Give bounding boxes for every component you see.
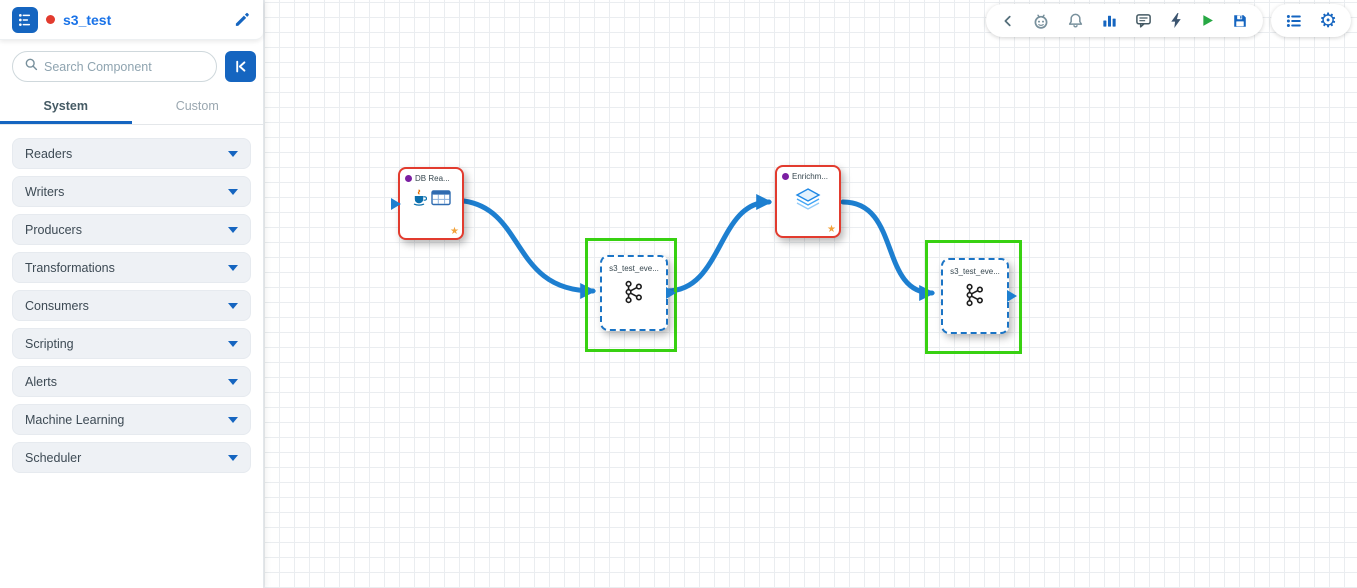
chevron-down-icon: [228, 188, 238, 195]
category-alerts[interactable]: Alerts: [12, 366, 251, 397]
edit-pencil-icon[interactable]: [232, 10, 251, 29]
chevron-down-icon: [228, 454, 238, 461]
output-port-icon: [1007, 290, 1017, 302]
node-label: DB Rea...: [415, 174, 450, 183]
component-tabs: System Custom: [0, 91, 263, 125]
node-enrichment[interactable]: Enrichm... ★: [775, 165, 841, 238]
run-play-icon[interactable]: [1200, 13, 1215, 28]
monitoring-chart-icon[interactable]: [1101, 12, 1118, 29]
node-kafka-2[interactable]: s3_test_eve...: [941, 258, 1017, 334]
bot-icon[interactable]: [1032, 12, 1050, 30]
pipeline-status-dot: [46, 15, 55, 24]
category-label: Readers: [25, 146, 73, 161]
chevron-down-icon: [228, 378, 238, 385]
pipeline-title: s3_test: [63, 11, 112, 28]
node-kafka-1[interactable]: s3_test_eve...: [600, 255, 676, 331]
tab-custom[interactable]: Custom: [175, 99, 219, 113]
node-db-reader[interactable]: DB Rea...: [391, 167, 464, 240]
category-label: Scripting: [25, 336, 74, 351]
node-selection-box[interactable]: s3_test_eve...: [585, 238, 677, 352]
edge-enrichment-kafka2: [840, 199, 936, 301]
chevron-down-icon: [228, 302, 238, 309]
category-label: Alerts: [25, 374, 57, 389]
search-box: [12, 51, 217, 82]
category-producers[interactable]: Producers: [12, 214, 251, 245]
main-toolbar: [986, 4, 1263, 37]
search-icon: [24, 57, 38, 76]
node-label: s3_test_eve...: [950, 267, 1000, 276]
node-label: s3_test_eve...: [609, 264, 659, 273]
search-input[interactable]: [44, 59, 205, 74]
notifications-bell-icon[interactable]: [1067, 12, 1084, 29]
kafka-icon: [621, 279, 647, 310]
pipeline-canvas[interactable]: DB Rea...: [264, 0, 1357, 588]
table-icon: [431, 190, 451, 211]
edge-kafka1-enrichment: [664, 194, 773, 294]
category-writers[interactable]: Writers: [12, 176, 251, 207]
output-port-icon: [666, 287, 676, 299]
chevron-down-icon: [228, 264, 238, 271]
node-label: Enrichm...: [792, 172, 829, 181]
chevron-down-icon: [228, 416, 238, 423]
back-chevron-icon[interactable]: [1001, 14, 1015, 28]
pipeline-header: s3_test: [0, 0, 263, 40]
edges-layer: [461, 194, 936, 301]
component-list-icon[interactable]: [1285, 12, 1303, 30]
java-icon: [411, 189, 428, 212]
app-logo-icon: [12, 6, 38, 33]
chevron-down-icon: [228, 340, 238, 347]
tab-system[interactable]: System: [0, 91, 132, 124]
collapse-panel-icon[interactable]: [225, 51, 256, 82]
status-dot: [782, 173, 789, 180]
favorite-star-icon: ★: [450, 226, 459, 237]
favorite-star-icon: ★: [827, 224, 836, 235]
category-label: Writers: [25, 184, 65, 199]
chevron-down-icon: [228, 150, 238, 157]
errors-bolt-icon[interactable]: [1169, 12, 1183, 29]
category-list: Readers Writers Producers Transformation…: [0, 125, 263, 486]
category-scheduler[interactable]: Scheduler: [12, 442, 251, 473]
component-sidebar: s3_test: [0, 0, 264, 588]
category-transformations[interactable]: Transformations: [12, 252, 251, 283]
chevron-down-icon: [228, 226, 238, 233]
settings-gear-icon[interactable]: ⚙: [1319, 9, 1337, 32]
category-scripting[interactable]: Scripting: [12, 328, 251, 359]
secondary-toolbar: ⚙: [1271, 4, 1351, 37]
category-machine-learning[interactable]: Machine Learning: [12, 404, 251, 435]
category-readers[interactable]: Readers: [12, 138, 251, 169]
kafka-icon: [962, 282, 988, 313]
category-label: Transformations: [25, 260, 115, 275]
category-label: Producers: [25, 222, 82, 237]
search-row: [0, 40, 263, 91]
layers-icon: [794, 187, 822, 216]
comments-icon[interactable]: [1135, 12, 1152, 29]
input-port-icon: [391, 197, 401, 210]
status-dot: [405, 175, 412, 182]
node-selection-box[interactable]: s3_test_eve...: [925, 240, 1022, 354]
category-label: Consumers: [25, 298, 89, 313]
edge-dbreader-kafka1: [461, 198, 597, 299]
category-label: Scheduler: [25, 450, 82, 465]
category-label: Machine Learning: [25, 412, 125, 427]
save-icon[interactable]: [1232, 13, 1248, 29]
category-consumers[interactable]: Consumers: [12, 290, 251, 321]
